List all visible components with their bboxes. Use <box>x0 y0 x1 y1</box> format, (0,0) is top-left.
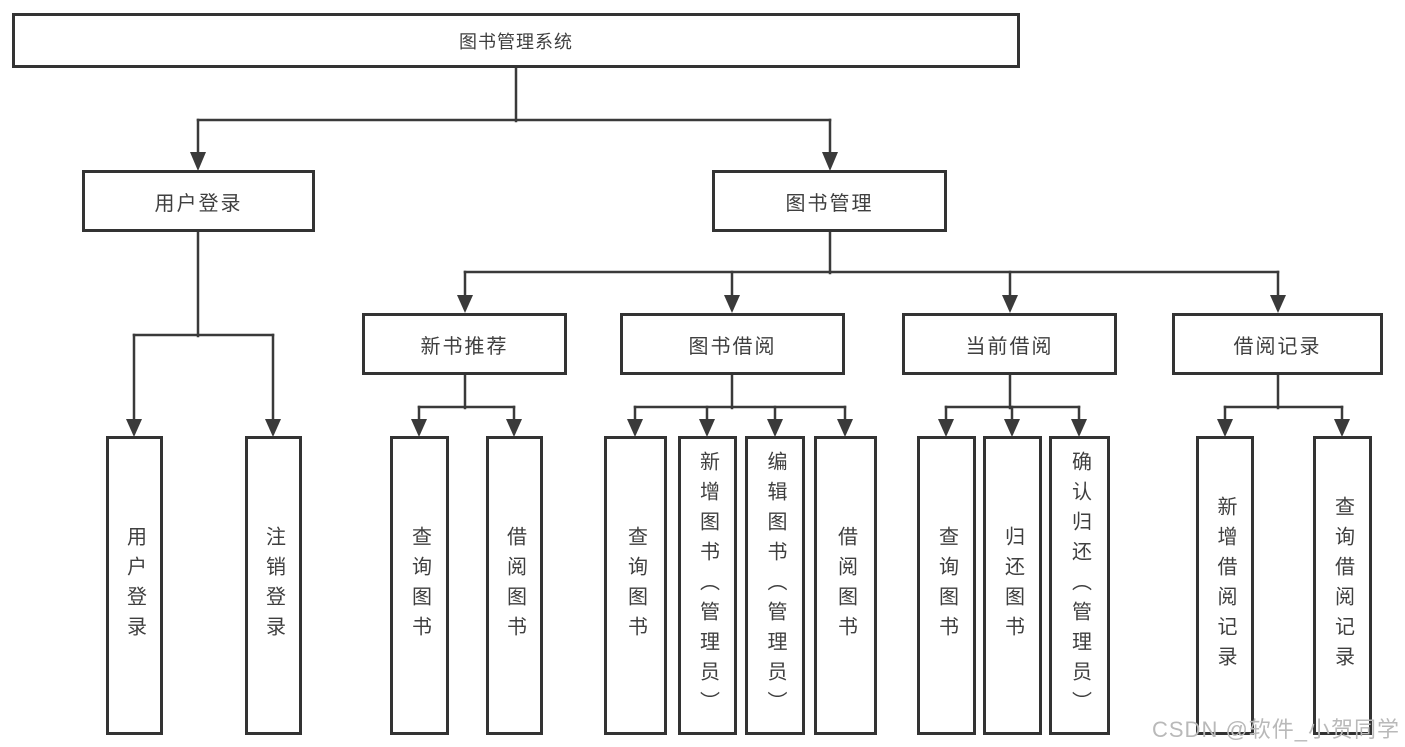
leaf-borrow-query-books-label: 查询图书 <box>624 525 647 646</box>
leaf-current-query-books-label: 查询图书 <box>935 525 958 646</box>
node-book-management: 图书管理 <box>712 170 947 232</box>
leaf-add-books-admin-label: 新增图书（管理员） <box>696 450 719 721</box>
leaf-query-borrow-record: 查询借阅记录 <box>1313 436 1372 735</box>
leaf-query-borrow-record-label: 查询借阅记录 <box>1331 495 1354 676</box>
leaf-add-borrow-record-label: 新增借阅记录 <box>1214 495 1236 676</box>
leaf-add-borrow-record: 新增借阅记录 <box>1196 436 1254 735</box>
node-book-borrow: 图书借阅 <box>620 313 845 375</box>
node-system-root-label: 图书管理系统 <box>459 31 573 52</box>
leaf-return-books-label: 归还图书 <box>1001 525 1024 646</box>
leaf-user-login: 用户登录 <box>106 436 163 735</box>
node-system-root: 图书管理系统 <box>12 13 1020 68</box>
node-new-book-recommend-label: 新书推荐 <box>420 335 509 358</box>
leaf-add-books-admin: 新增图书（管理员） <box>678 436 737 735</box>
leaf-recommend-borrow-books: 借阅图书 <box>486 436 543 735</box>
leaf-confirm-return-admin-label: 确认归还（管理员） <box>1068 450 1091 721</box>
node-book-borrow-label: 图书借阅 <box>688 335 777 358</box>
node-borrow-records: 借阅记录 <box>1172 313 1383 375</box>
leaf-borrow-books-label: 借阅图书 <box>834 525 857 646</box>
csdn-watermark: CSDN @软件_小贺同学 <box>1152 717 1401 742</box>
leaf-borrow-query-books: 查询图书 <box>604 436 667 735</box>
node-user-login: 用户登录 <box>82 170 315 232</box>
leaf-current-query-books: 查询图书 <box>917 436 976 735</box>
node-current-borrow-label: 当前借阅 <box>965 335 1054 358</box>
leaf-edit-books-admin-label: 编辑图书（管理员） <box>764 450 786 721</box>
node-borrow-records-label: 借阅记录 <box>1233 335 1322 358</box>
leaf-user-login-label: 用户登录 <box>123 525 146 646</box>
leaf-borrow-books: 借阅图书 <box>814 436 877 735</box>
leaf-return-books: 归还图书 <box>983 436 1042 735</box>
leaf-recommend-borrow-books-label: 借阅图书 <box>503 525 526 646</box>
leaf-logout-label: 注销登录 <box>262 525 285 646</box>
node-current-borrow: 当前借阅 <box>902 313 1117 375</box>
node-book-management-label: 图书管理 <box>785 192 874 215</box>
leaf-recommend-query-books: 查询图书 <box>390 436 449 735</box>
node-user-login-label: 用户登录 <box>154 192 243 215</box>
leaf-confirm-return-admin: 确认归还（管理员） <box>1049 436 1110 735</box>
leaf-logout: 注销登录 <box>245 436 302 735</box>
node-new-book-recommend: 新书推荐 <box>362 313 567 375</box>
leaf-edit-books-admin: 编辑图书（管理员） <box>745 436 805 735</box>
leaf-recommend-query-books-label: 查询图书 <box>408 525 431 646</box>
